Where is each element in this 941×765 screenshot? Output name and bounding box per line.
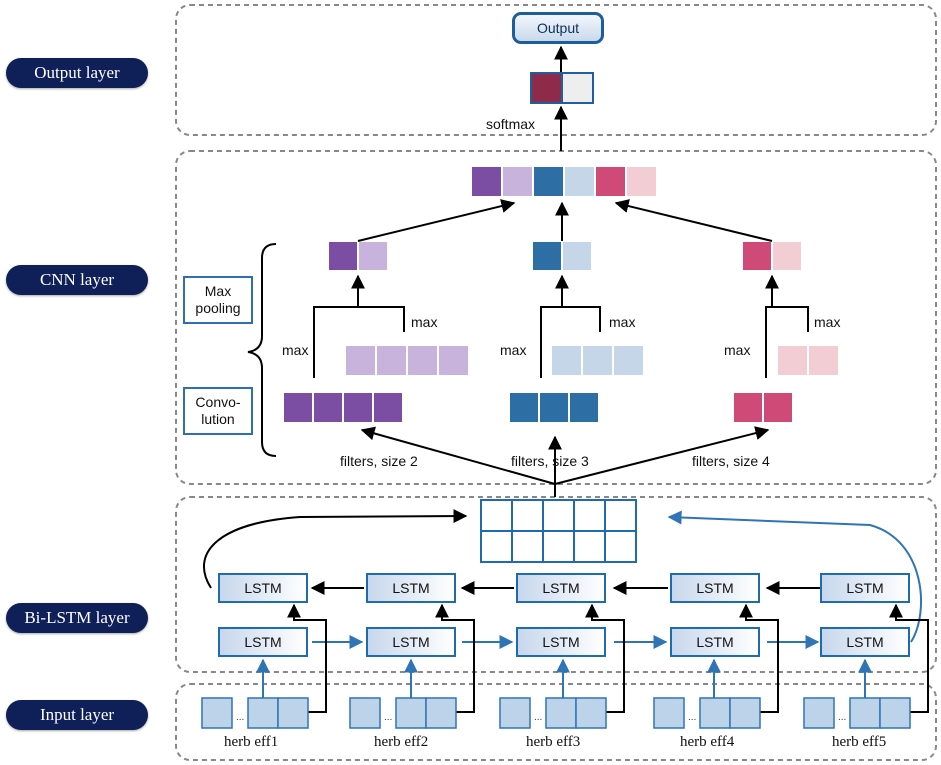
input-layer-frame <box>175 683 937 761</box>
filter-label-size-4: filters, size 4 <box>692 453 770 469</box>
input-ellipsis-2: ... <box>384 712 393 723</box>
input-cells <box>201 697 911 729</box>
concat-vector <box>472 167 656 196</box>
max-label-red-right: max <box>814 314 841 330</box>
pooled-purple <box>329 242 387 270</box>
forward-output-arrow <box>667 510 922 643</box>
max-label-blue-right: max <box>609 314 636 330</box>
bilstm-layer-label: Bi-LSTM layer <box>6 603 148 633</box>
max-label-red-left: max <box>724 342 751 358</box>
output-layer-frame <box>175 4 937 136</box>
herb-label-2: herb eff2 <box>374 734 429 750</box>
backward-output-arrow <box>202 509 468 589</box>
lstm-forward-3: LSTM <box>516 627 606 657</box>
filter-label-size-3: filters, size 3 <box>511 453 589 469</box>
lstm-backward-1: LSTM <box>218 573 308 603</box>
herb-label-1: herb eff1 <box>224 734 279 750</box>
convolution-box: Convo- lution <box>183 387 253 435</box>
pool-bracket-red <box>765 274 809 378</box>
lstm-forward-1: LSTM <box>218 627 308 657</box>
lstm-forward-5: LSTM <box>820 627 910 657</box>
feature-map-blue-light <box>552 346 643 375</box>
output-layer-label: Output layer <box>6 58 148 88</box>
output-cell-negative <box>561 72 594 104</box>
pooled-red <box>743 242 801 270</box>
conv-map-red <box>734 393 792 422</box>
input-ellipsis-1: ... <box>236 712 245 723</box>
input-layer-label: Input layer <box>6 700 148 730</box>
feature-map-purple-light <box>346 346 468 375</box>
pool-bracket-blue <box>540 274 601 378</box>
pooled-blue <box>533 242 591 270</box>
herb-label-5: herb eff5 <box>832 734 887 750</box>
conv-map-blue <box>510 393 598 422</box>
output-cell-positive <box>530 72 563 104</box>
max-label-blue-left: max <box>500 342 527 358</box>
convolution-brace <box>261 368 277 457</box>
max-pooling-brace <box>247 243 277 369</box>
lstm-backward-5: LSTM <box>820 573 910 603</box>
conv-map-purple <box>284 393 402 422</box>
lstm-backward-3: LSTM <box>516 573 606 603</box>
cnn-layer-label: CNN layer <box>6 265 148 295</box>
softmax-label: softmax <box>486 116 536 132</box>
input-ellipsis-5: ... <box>838 712 847 723</box>
max-label-purple-left: max <box>282 342 309 358</box>
pool-bracket-purple <box>313 274 405 378</box>
lstm-forward-4: LSTM <box>670 627 760 657</box>
herb-label-4: herb eff4 <box>680 734 735 750</box>
feature-map-red-light <box>778 346 838 375</box>
lstm-forward-2: LSTM <box>366 627 456 657</box>
output-node: Output <box>512 12 604 44</box>
max-pooling-box: Max pooling <box>183 276 253 324</box>
input-ellipsis-4: ... <box>688 712 697 723</box>
herb-label-3: herb eff3 <box>526 734 581 750</box>
lstm-backward-2: LSTM <box>366 573 456 603</box>
filter-label-size-2: filters, size 2 <box>340 453 418 469</box>
max-label-purple-right: max <box>411 314 438 330</box>
input-ellipsis-3: ... <box>534 712 543 723</box>
lstm-backward-4: LSTM <box>670 573 760 603</box>
hidden-state-matrix <box>480 499 637 563</box>
